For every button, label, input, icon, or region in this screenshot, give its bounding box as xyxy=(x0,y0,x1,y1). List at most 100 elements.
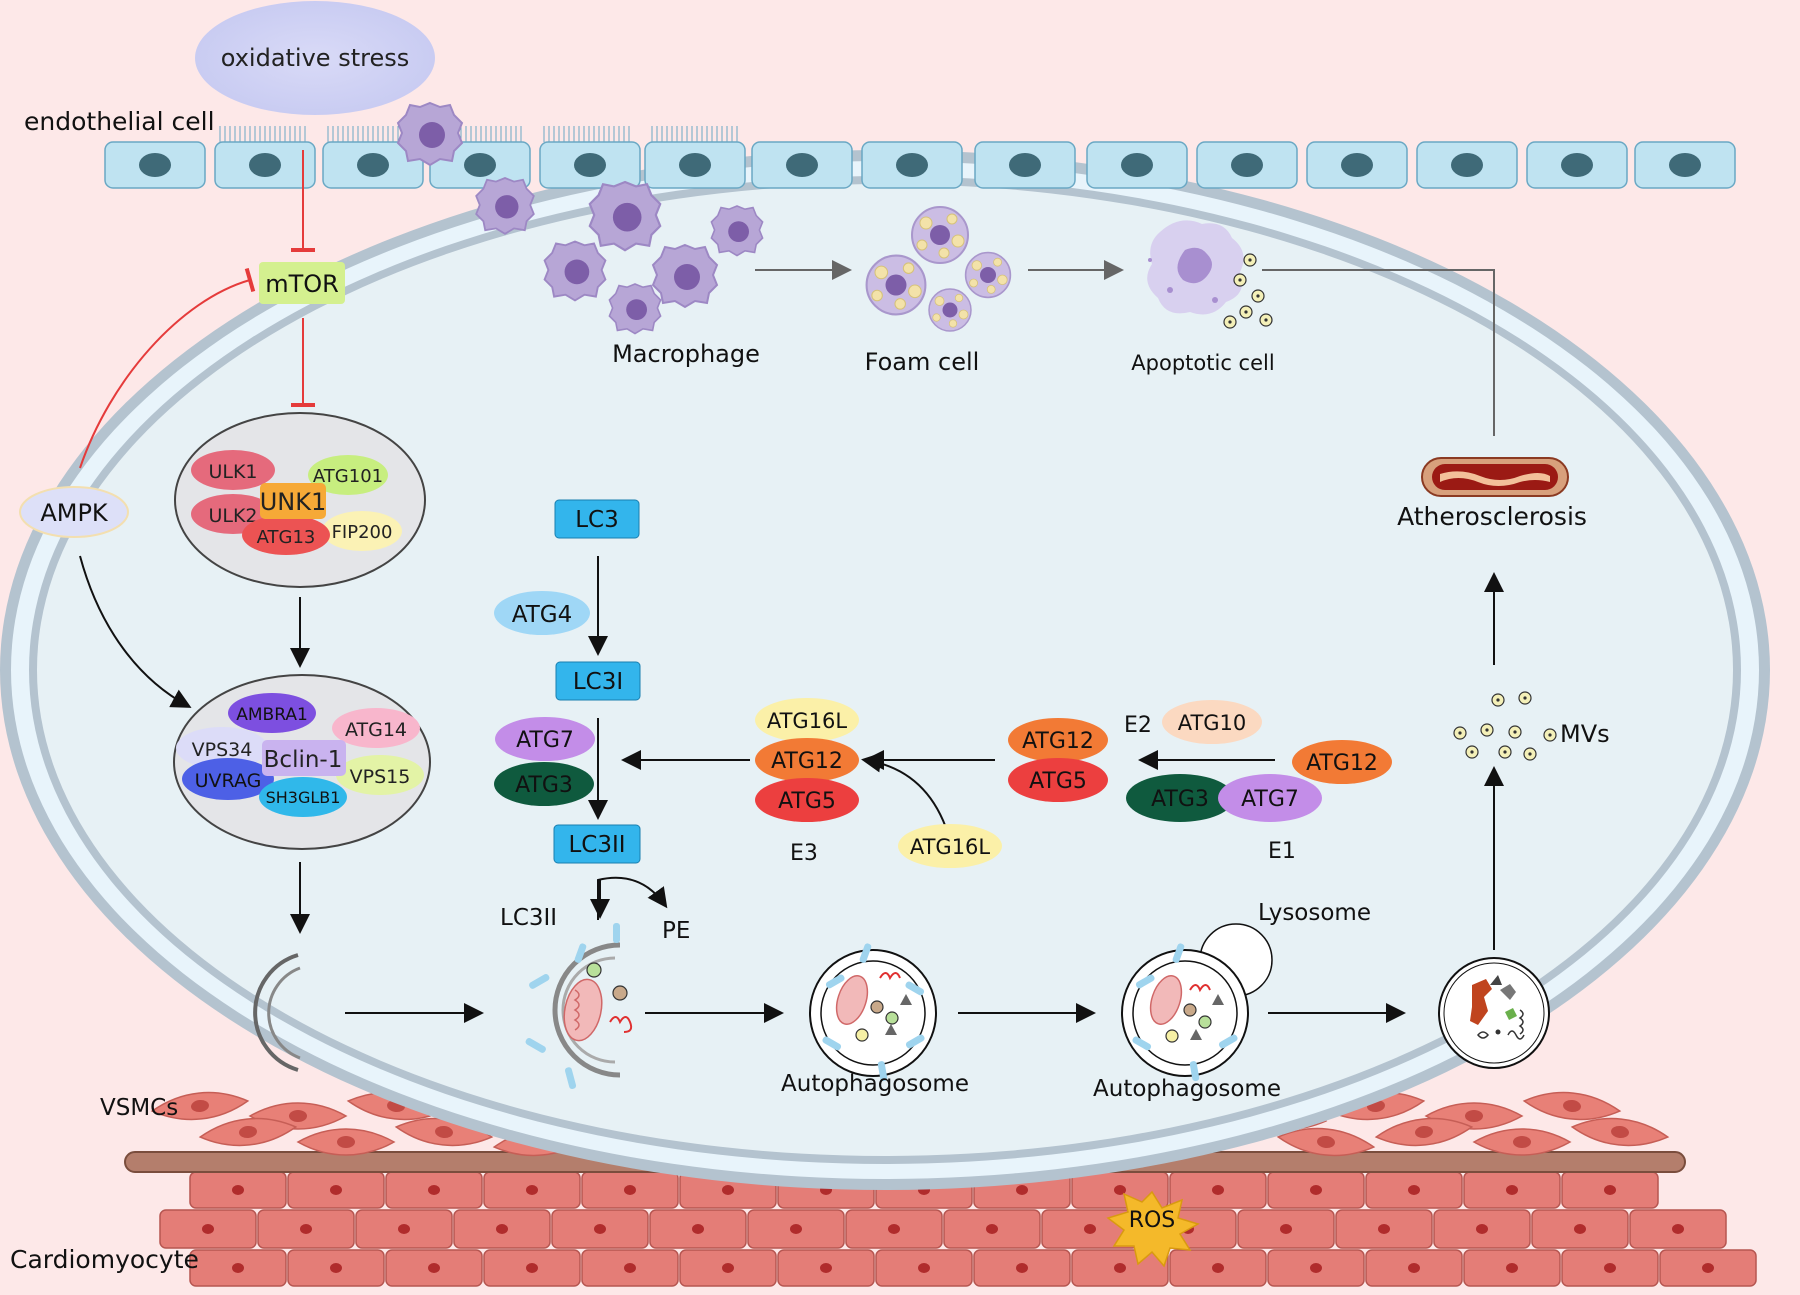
e2-atg5-protein xyxy=(1008,758,1108,802)
vps34-label: VPS34 xyxy=(192,739,253,761)
arrow-ampk-beclin xyxy=(79,555,192,708)
cardiomyocyte-nucleus xyxy=(232,1185,244,1195)
endothelial-cell xyxy=(1416,141,1518,189)
vps15-label: VPS15 xyxy=(350,766,411,788)
autophagosome-1 xyxy=(809,943,937,1082)
cardiomyocyte-nucleus xyxy=(202,1224,214,1234)
foam-cell-label: Foam cell xyxy=(865,348,980,376)
unk1-label: UNK1 xyxy=(260,488,327,516)
endothelial-cell xyxy=(974,141,1076,189)
e2-atg12-label: ATG12 xyxy=(1022,729,1094,754)
cardiomyocyte-nucleus xyxy=(428,1185,440,1195)
uvrag-protein xyxy=(182,758,274,800)
cardiomyocyte-nucleus xyxy=(232,1263,244,1273)
cardiomyocyte-nucleus xyxy=(820,1263,832,1273)
lc3ii-label: LC3II xyxy=(568,832,625,858)
cardiomyocyte-label: Cardiomyocyte xyxy=(10,1245,199,1274)
endothelial-cell xyxy=(1196,141,1298,189)
e1-label: E1 xyxy=(1268,839,1296,864)
atg7-label: ATG7 xyxy=(516,728,574,753)
atg101-label: ATG101 xyxy=(313,466,383,487)
lysosome-label: Lysosome xyxy=(1258,900,1371,926)
oxidative-stress-label: oxidative stress xyxy=(221,44,409,72)
ulk1-label: ULK1 xyxy=(208,461,257,483)
ambra1-protein xyxy=(228,693,316,733)
atg3-protein xyxy=(494,762,594,806)
ampk-oval xyxy=(19,486,129,538)
cardiomyocyte-nucleus xyxy=(1702,1263,1714,1273)
cardiomyocyte-nucleus xyxy=(1310,1185,1322,1195)
cardiomyocyte-nucleus xyxy=(496,1224,508,1234)
e1-atg12-protein xyxy=(1292,740,1392,784)
atg10-protein xyxy=(1162,700,1262,744)
e1-atg7-label: ATG7 xyxy=(1241,787,1299,812)
mtor-box xyxy=(259,262,345,304)
cardiomyocyte-nucleus xyxy=(526,1263,538,1273)
cardiomyocyte-nucleus xyxy=(1476,1224,1488,1234)
cardiomyocyte-nucleus xyxy=(1604,1263,1616,1273)
endothelial-cell xyxy=(1526,141,1628,189)
e3-atg16l-protein xyxy=(755,698,859,742)
autophagosome-2-label: Autophagosome xyxy=(1093,1076,1281,1102)
e3-label: E3 xyxy=(790,841,818,866)
atg16l-input-protein xyxy=(898,824,1002,868)
lc3i-label: LC3I xyxy=(573,669,623,695)
cardiomyocyte-nucleus xyxy=(1408,1185,1420,1195)
e3-atg16l-label: ATG16L xyxy=(767,709,848,733)
cardiomyocyte-nucleus xyxy=(624,1263,636,1273)
endothelial-cell xyxy=(1306,141,1408,189)
cardiomyocyte-nucleus xyxy=(1672,1224,1684,1234)
endothelial-cell-label: endothelial cell xyxy=(24,107,215,136)
cardiomyocyte-nucleus xyxy=(526,1185,538,1195)
cardiomyocyte-nucleus xyxy=(1212,1263,1224,1273)
cardiomyocyte-nucleus xyxy=(330,1263,342,1273)
e2-atg5-label: ATG5 xyxy=(1029,769,1087,794)
fip200-label: FIP200 xyxy=(332,522,393,543)
e1-atg3-protein xyxy=(1126,774,1234,822)
beclin1-protein xyxy=(262,740,346,776)
cardiomyocyte-nucleus xyxy=(888,1224,900,1234)
cardiomyocyte-nucleus xyxy=(1408,1263,1420,1273)
atg3-label: ATG3 xyxy=(515,773,573,798)
endothelial-layer xyxy=(104,126,1736,189)
cardiomyocyte-nucleus xyxy=(986,1224,998,1234)
endothelial-cell xyxy=(861,141,963,189)
cardiomyocyte-nucleus xyxy=(692,1224,704,1234)
cardiomyocyte-nucleus xyxy=(1604,1185,1616,1195)
cardiomyocyte-nucleus xyxy=(918,1263,930,1273)
beclin1-label: Bclin-1 xyxy=(264,747,343,773)
ros-starburst xyxy=(1106,1190,1200,1268)
lc3ii-vesicle-label: LC3II xyxy=(500,905,557,931)
unk1-protein xyxy=(260,483,326,519)
e2-label: E2 xyxy=(1124,713,1152,738)
atg10-label: ATG10 xyxy=(1178,711,1247,735)
e1-atg3-label: ATG3 xyxy=(1151,787,1209,812)
cardiomyocyte-nucleus xyxy=(1378,1224,1390,1234)
endothelial-cell xyxy=(1086,141,1188,189)
ros-label: ROS xyxy=(1129,1208,1176,1233)
vsmcs-label: VSMCs xyxy=(100,1095,178,1121)
ambra1-label: AMBRA1 xyxy=(236,705,308,725)
apoptotic-cell-label: Apoptotic cell xyxy=(1131,351,1274,375)
cardiomyocyte-nucleus xyxy=(1016,1263,1028,1273)
macrophage-label: Macrophage xyxy=(612,340,760,368)
cardiomyocyte-nucleus xyxy=(1574,1224,1586,1234)
ampk-label: AMPK xyxy=(40,499,109,527)
cardiomyocyte-nucleus xyxy=(722,1185,734,1195)
e3-atg12-label: ATG12 xyxy=(771,749,843,774)
endothelial-cell xyxy=(644,141,746,189)
atg14-protein xyxy=(332,708,420,748)
phagophore-inner xyxy=(267,966,301,1060)
fip200-protein xyxy=(322,511,402,551)
sh3glb1-label: SH3GLB1 xyxy=(266,788,341,807)
e3-atg12-protein xyxy=(755,738,859,782)
inhibit-line-ampk-mtor xyxy=(79,267,256,469)
cardiomyocyte-nucleus xyxy=(1506,1185,1518,1195)
endothelial-cell xyxy=(104,141,206,189)
endothelial-cell xyxy=(751,141,853,189)
cardiomyocyte-nucleus xyxy=(398,1224,410,1234)
atg16l-input-label: ATG16L xyxy=(910,835,991,859)
phagophore-outer xyxy=(253,953,299,1072)
atg7-protein xyxy=(495,717,595,761)
